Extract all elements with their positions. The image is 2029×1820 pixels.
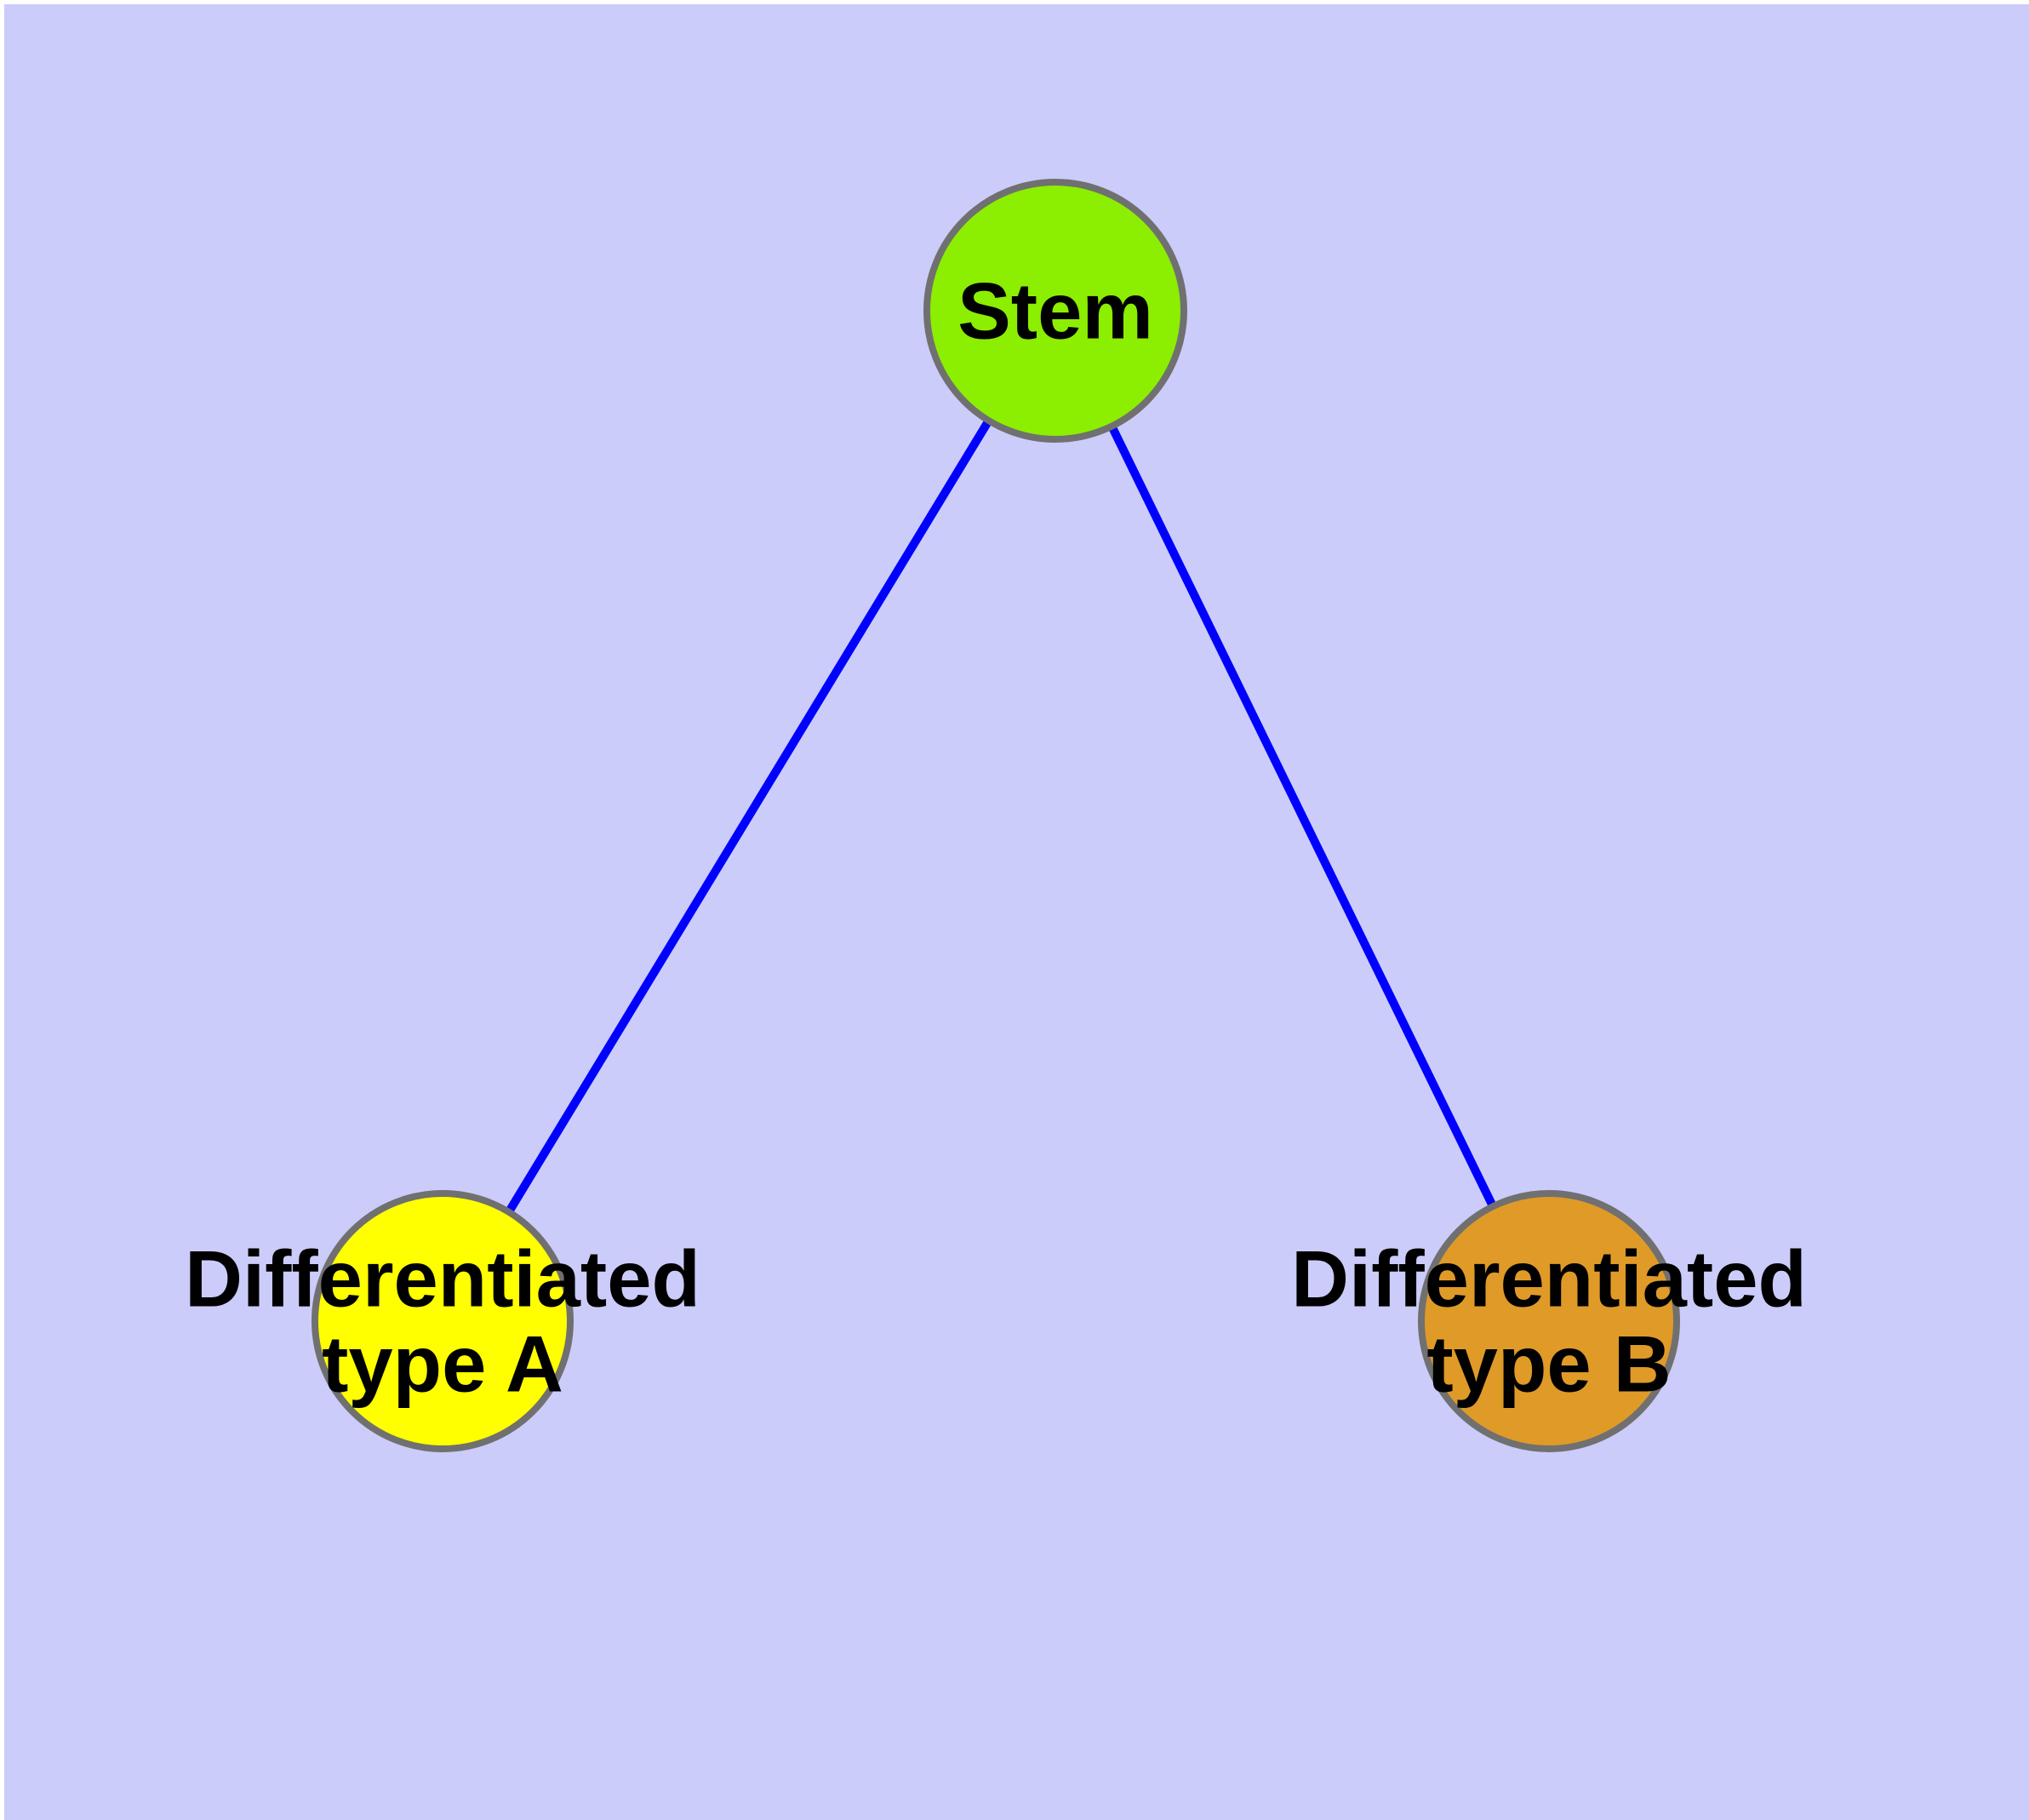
- nodes-layer: [311, 179, 1680, 1452]
- edge-stem-b[interactable]: [1051, 308, 1553, 1324]
- node-label-line: type A: [322, 1319, 563, 1409]
- node-label-line: Differentiated: [185, 1234, 700, 1324]
- node-label-line: Stem: [957, 266, 1153, 356]
- node-label-line: Differentiated: [1291, 1234, 1807, 1324]
- node-label-stem: Stem: [957, 266, 1153, 356]
- node-diff_a[interactable]: [311, 1190, 574, 1452]
- edge-stem-a[interactable]: [438, 308, 1060, 1324]
- node-stem[interactable]: [923, 179, 1187, 443]
- node-label-line: type B: [1426, 1319, 1671, 1409]
- edges-layer: [438, 308, 1553, 1324]
- node-diff_b[interactable]: [1418, 1190, 1680, 1452]
